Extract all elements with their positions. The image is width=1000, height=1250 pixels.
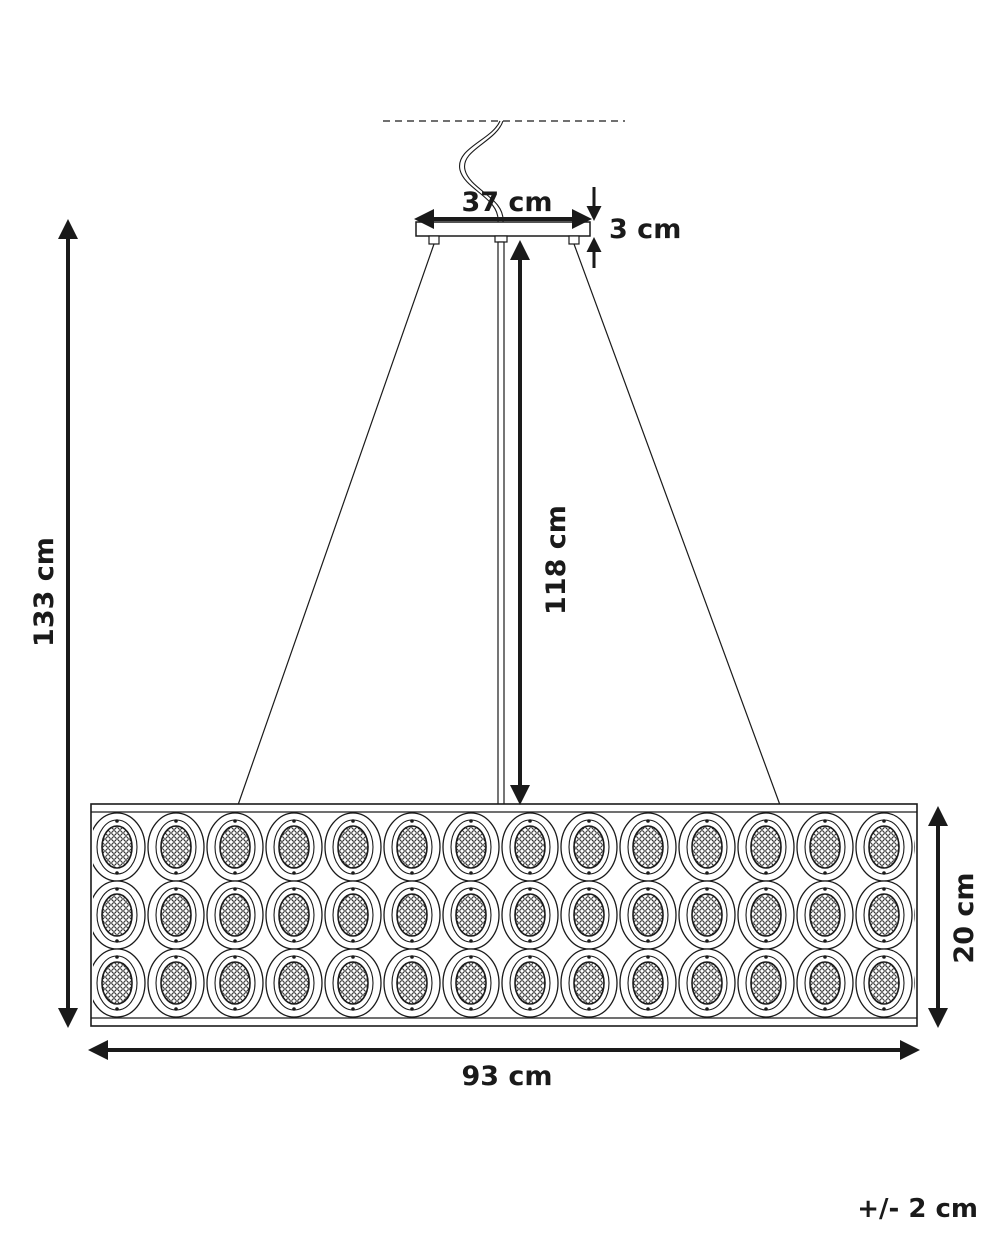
shade-oval: [93, 880, 146, 950]
shade-oval: [324, 880, 382, 950]
label-rod-length: 118 cm: [541, 505, 572, 615]
shade-oval: [619, 948, 677, 1018]
tolerance-note: +/- 2 cm: [857, 1194, 978, 1224]
shade-oval: [560, 948, 618, 1018]
shade-oval: [147, 948, 205, 1018]
shade-oval: [206, 948, 264, 1018]
shade-oval: [206, 812, 264, 882]
shade-oval: [737, 812, 795, 882]
shade-oval: [147, 812, 205, 882]
label-shade-height: 20 cm: [949, 872, 980, 963]
shade-oval: [678, 880, 736, 950]
shade-oval: [855, 948, 913, 1018]
shade-oval: [442, 812, 500, 882]
shade-oval: [93, 948, 146, 1018]
shade-oval: [30, 881, 86, 949]
shade-oval: [619, 880, 677, 950]
shade-oval: [855, 812, 913, 882]
shade-oval: [324, 812, 382, 882]
shade-oval: [324, 948, 382, 1018]
shade-oval: [265, 948, 323, 1018]
label-shade-width: 93 cm: [461, 1061, 552, 1092]
shade-oval: [30, 813, 86, 881]
shade-oval: [147, 880, 205, 950]
label-total-height: 133 cm: [29, 537, 60, 647]
shade-oval: [265, 812, 323, 882]
shade-oval: [442, 948, 500, 1018]
label-canopy-height: 3 cm: [609, 214, 681, 245]
shade-oval: [501, 880, 559, 950]
shade-oval: [30, 949, 86, 1017]
shade-oval: [796, 880, 854, 950]
oval-pattern: [30, 812, 915, 1018]
shade-oval: [737, 880, 795, 950]
shade-oval: [796, 812, 854, 882]
shade-oval: [796, 948, 854, 1018]
shade-oval: [93, 812, 146, 882]
shade-oval: [501, 948, 559, 1018]
canopy-plate: [415, 221, 591, 237]
shade-oval: [265, 880, 323, 950]
suspension-wire-left: [237, 243, 435, 806]
shade-oval: [206, 880, 264, 950]
lamp-shade: [30, 803, 918, 1027]
shade-oval: [383, 880, 441, 950]
shade-oval: [678, 948, 736, 1018]
label-canopy-width: 37 cm: [461, 187, 552, 218]
shade-oval: [560, 812, 618, 882]
power-cable: [459, 120, 501, 223]
shade-oval: [560, 880, 618, 950]
shade-oval: [737, 948, 795, 1018]
center-rod: [497, 241, 505, 806]
suspension-wire-right: [573, 243, 781, 806]
shade-oval: [914, 839, 915, 855]
shade-oval: [383, 948, 441, 1018]
shade-oval: [619, 812, 677, 882]
shade-oval: [855, 880, 913, 950]
shade-oval: [383, 812, 441, 882]
shade-oval: [442, 880, 500, 950]
shade-oval: [678, 812, 736, 882]
shade-oval: [501, 812, 559, 882]
